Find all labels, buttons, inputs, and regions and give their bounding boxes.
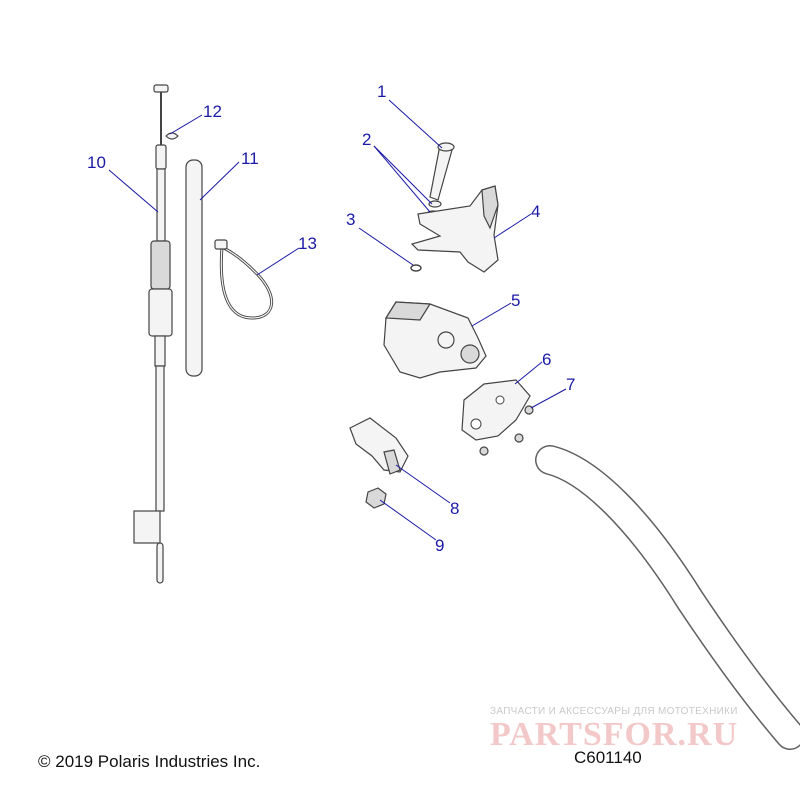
diagram-code: C601140	[574, 748, 642, 767]
callout-7: 7	[566, 375, 575, 394]
part-05-switch	[383, 301, 487, 379]
callout-3: 3	[346, 210, 355, 229]
callout-13: 13	[298, 234, 317, 253]
leader-2b	[373, 145, 431, 213]
leader-12	[169, 114, 203, 135]
part-06-cover	[461, 379, 531, 441]
part-09-nut	[365, 487, 387, 509]
leader-10	[108, 169, 159, 213]
leader-8	[395, 464, 451, 504]
callout-1: 1	[377, 82, 386, 101]
callout-2: 2	[362, 130, 371, 149]
callout-4: 4	[531, 202, 540, 221]
callout-labels: 1 2 3 4 5 6 7 8 9 10 11 12 13	[87, 82, 575, 555]
part-10-cable	[133, 84, 173, 584]
callout-6: 6	[542, 350, 551, 369]
callout-12: 12	[203, 102, 222, 121]
part-07-screws	[479, 405, 534, 456]
leader-7	[530, 388, 567, 409]
part-04-bracket	[410, 185, 499, 273]
leader-2a	[373, 145, 433, 205]
part-12-clip	[165, 132, 179, 140]
callout-10: 10	[87, 153, 106, 172]
leader-1	[388, 99, 443, 149]
callout-5: 5	[511, 291, 520, 310]
leader-4	[493, 213, 532, 239]
part-11-sleeve	[185, 159, 203, 377]
handlebar-outline	[535, 445, 800, 750]
leader-11	[199, 161, 240, 201]
part-03-ring	[410, 264, 422, 272]
part-08-clamp	[349, 417, 409, 475]
part-01-bolt	[429, 142, 455, 201]
leader-13	[256, 247, 300, 276]
leader-3	[358, 227, 414, 266]
callout-9: 9	[435, 536, 444, 555]
callout-11: 11	[241, 149, 259, 168]
callout-8: 8	[450, 499, 459, 518]
part-13-strap	[214, 239, 274, 320]
leader-6	[514, 361, 543, 385]
leader-9	[379, 499, 437, 541]
leader-lines	[108, 99, 567, 541]
copyright-notice: © 2019 Polaris Industries Inc.	[38, 752, 261, 771]
leader-5	[471, 302, 512, 327]
watermark-logo: PARTSFOR.RU	[490, 716, 739, 753]
watermark-tagline: ЗАПЧАСТИ И АКСЕССУАРЫ ДЛЯ МОТОТЕХНИКИ	[490, 706, 738, 717]
